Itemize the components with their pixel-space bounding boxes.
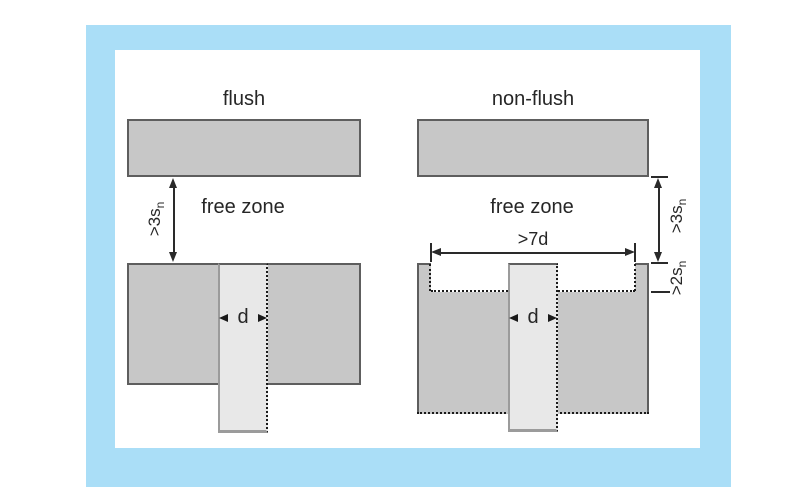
arrow-up-icon [169,178,177,188]
non-flush-gap-dimension-label: >3sn [667,199,689,234]
arrow-right-icon [258,314,267,322]
non-flush-diameter-label: d [527,305,539,328]
clearance-dimension-label: >7d [517,229,549,249]
flush-sensor [218,263,268,433]
arrow-down-icon [169,252,177,262]
block-edge-left [417,263,419,414]
flush-free-zone-label: free zone [201,196,285,218]
rim-top-right [635,263,649,265]
arrow-up-icon [654,178,662,188]
arrow-left-icon [431,248,441,256]
non-flush-title: non-flush [491,88,575,110]
arrow-right-icon [625,248,635,256]
block-rim-left [417,263,431,293]
flush-diameter-dimension: d [219,305,267,328]
arrow-right-icon [548,314,557,322]
flush-title: flush [222,88,266,110]
rim-inner-edge-right [634,264,636,291]
protrusion-dimension-label: >2sn [667,261,689,296]
rim-top-left [417,263,431,265]
clearance-dimension-line [440,252,626,254]
non-flush-sensor [508,263,558,432]
block-rim-right [635,263,649,293]
rim-extension-line [651,262,668,264]
block-edge-right [647,263,649,414]
flush-gap-dimension-line [173,184,175,256]
non-flush-free-zone-label: free zone [490,196,574,218]
floor-extension-line [651,291,670,293]
plate-extension-line [651,176,668,178]
rim-inner-edge-left [429,264,431,291]
gap-value: >3s [666,205,686,234]
arrow-down-icon [654,252,662,262]
flush-diameter-label: d [237,305,249,328]
flush-target-plate [127,119,361,177]
protrusion-subscript: n [675,260,690,268]
gap-subscript: n [675,198,690,206]
non-flush-target-plate [417,119,649,177]
arrow-left-icon [509,314,518,322]
clearance-tick-left [430,243,432,262]
arrow-left-icon [219,314,228,322]
gap-subscript: n [153,201,168,209]
flush-gap-dimension-label: >3sn [145,202,167,237]
non-flush-gap-dimension-line [658,184,660,256]
non-flush-diameter-dimension: d [509,305,557,328]
gap-value: >3s [144,208,164,237]
protrusion-value: >2s [666,267,686,296]
